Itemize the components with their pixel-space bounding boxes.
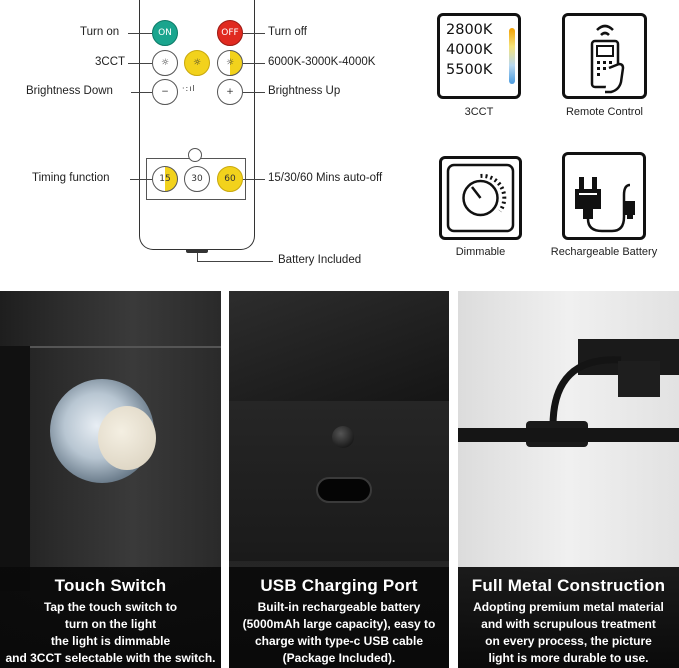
label-brightness-down: Brightness Down [26,85,113,97]
label-cct-values: 6000K-3000K-4000K [268,56,376,68]
lamp-arm-illustration [458,339,679,447]
callout-line [130,179,152,180]
label-brightness-up: Brightness Up [268,85,341,97]
usb-port-panel: USB Charging Port Built-in rechargeable … [229,291,449,668]
timer-30-button[interactable]: 30 [184,166,210,192]
remote-feature-tile [562,13,647,99]
timer-60-label: 60 [224,174,236,184]
dimmer-dial-icon [446,163,515,233]
panel-description: Adopting premium metal material and with… [473,600,664,665]
callout-line [197,261,273,262]
feature-caption-rechargeable: Rechargeable Battery [550,246,658,258]
metal-construction-panel: Full Metal Construction Adopting premium… [458,291,679,668]
panel-description: Tap the touch switch to turn on the ligh… [5,600,216,665]
brightness-down-button[interactable]: − [152,79,178,105]
label-turn-off: Turn off [268,26,307,38]
callout-line [131,92,152,93]
lamp-body-edge [0,346,30,591]
cct-feature-tile: 2800K 4000K 5500K [437,13,521,99]
sun-icon: ☼ [192,58,202,68]
label-turn-on: Turn on [80,26,120,38]
panel-title: Full Metal Construction [471,576,666,595]
feature-caption-3cct: 3CCT [464,106,494,118]
callout-line [243,92,265,93]
timer-60-button[interactable]: 60 [217,166,243,192]
feature-caption-remote: Remote Control [565,106,644,118]
brightness-up-button[interactable]: + [217,79,243,105]
callout-line [128,63,152,64]
cct-value-2800k: 2800K [446,22,493,38]
touch-switch-button[interactable] [98,406,156,470]
panel-title: USB Charging Port [260,576,418,595]
callout-line [243,33,265,34]
callout-line [128,33,152,34]
panel-caption: Full Metal Construction Adopting premium… [458,567,679,668]
cct-neutral-button[interactable]: ☼ [217,50,243,76]
brightness-scale-icon: ·:ıl [182,84,196,93]
callout-line [243,179,265,180]
minus-icon: − [161,87,169,97]
label-3cct: 3CCT [95,56,126,68]
cct-value-5500k: 5500K [446,62,493,78]
callout-line [243,63,265,64]
cct-cool-button[interactable]: ☼ [152,50,178,76]
remote-off-button[interactable]: OFF [217,20,243,46]
timer-15-button[interactable]: 15 [152,166,178,192]
panel-description: Built-in rechargeable battery (5000mAh l… [242,600,436,665]
cct-warm-button[interactable]: ☼ [184,50,210,76]
timer-15-label: 15 [159,174,171,184]
remote-control-icon [590,24,625,94]
lamp-body-top [229,291,449,401]
cct-value-4000k: 4000K [446,42,493,58]
indicator-light [332,426,354,448]
lamp-body-edge [30,346,221,348]
battery-slot [186,249,208,253]
remote-on-button[interactable]: ON [152,20,178,46]
clock-icon [188,148,202,162]
sun-icon: ☼ [225,58,235,68]
label-battery-included: Battery Included [278,254,362,266]
off-button-label: OFF [221,28,239,38]
panel-caption: USB Charging Port Built-in rechargeable … [229,567,449,668]
label-timing-function: Timing function [32,172,110,184]
color-temperature-icon: 2800K 4000K 5500K [446,20,492,80]
touch-switch-panel: Touch Switch Tap the touch switch to tur… [0,291,221,668]
dimmable-feature-tile [439,156,522,240]
usb-c-port[interactable] [316,477,372,503]
panel-title: Touch Switch [54,576,167,595]
timer-30-label: 30 [191,174,203,184]
usb-plug-icon [575,177,635,233]
panel-caption: Touch Switch Tap the touch switch to tur… [0,567,221,668]
feature-caption-dimmable: Dimmable [455,246,506,258]
label-auto-off: 15/30/60 Mins auto-off [268,172,383,184]
callout-line [197,253,198,261]
temperature-gradient-bar [509,28,515,84]
on-button-label: ON [158,28,172,38]
sun-icon: ☼ [160,58,170,68]
plus-icon: + [226,87,234,97]
battery-feature-tile [562,152,646,240]
